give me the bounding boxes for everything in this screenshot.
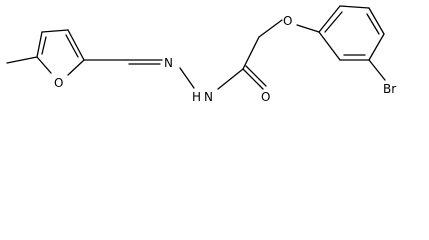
bond-benzene-6: [318, 31, 341, 61]
bond-oxygen-benzene: [296, 24, 320, 33]
atom-label-imine-nitrogen: N: [164, 56, 173, 70]
bond-benzene-bromine: [368, 59, 386, 81]
bond-nh-carbonyl: [217, 68, 244, 90]
bond-ch2-oxygen: [258, 19, 283, 38]
bond-furan-c4-c5: [36, 31, 43, 58]
bond-furan-o-c2: [67, 59, 85, 76]
bond-benzene-1: [318, 5, 341, 33]
atom-label-ether-oxygen: O: [283, 14, 292, 28]
bond-furan-c3-c4: [41, 29, 69, 33]
bond-n-n: [179, 67, 195, 89]
bond-benzene-4: [368, 33, 385, 61]
bond-carbonyl-ch2: [242, 36, 260, 70]
atom-labels: O N H N O O Br: [54, 14, 396, 104]
bond-benzene-3: [368, 7, 385, 35]
bond-benzene-2: [339, 5, 370, 9]
bond-furan-double-2: [41, 36, 47, 55]
atom-label-carbonyl-oxygen: O: [261, 90, 270, 104]
bond-benzene-double-1: [324, 11, 343, 33]
atom-label-furan-oxygen: O: [54, 76, 63, 90]
bond-lines: [6, 5, 386, 90]
molecule-structure: O N H N O O Br: [6, 5, 396, 104]
bond-furan-c2-c3: [67, 29, 85, 61]
atom-label-amide-hydrogen: H: [192, 90, 201, 104]
bond-carbonyl-double-a: [242, 68, 264, 90]
bond-carbonyl-double-b: [245, 65, 267, 87]
bond-methyl: [6, 56, 38, 64]
bond-benzene-double-2: [366, 13, 380, 35]
atom-label-amide-nitrogen: N: [204, 90, 213, 104]
bond-furan-double-1: [65, 34, 79, 58]
bond-furan-c5-o: [36, 56, 52, 74]
atom-label-bromine: Br: [383, 82, 396, 96]
